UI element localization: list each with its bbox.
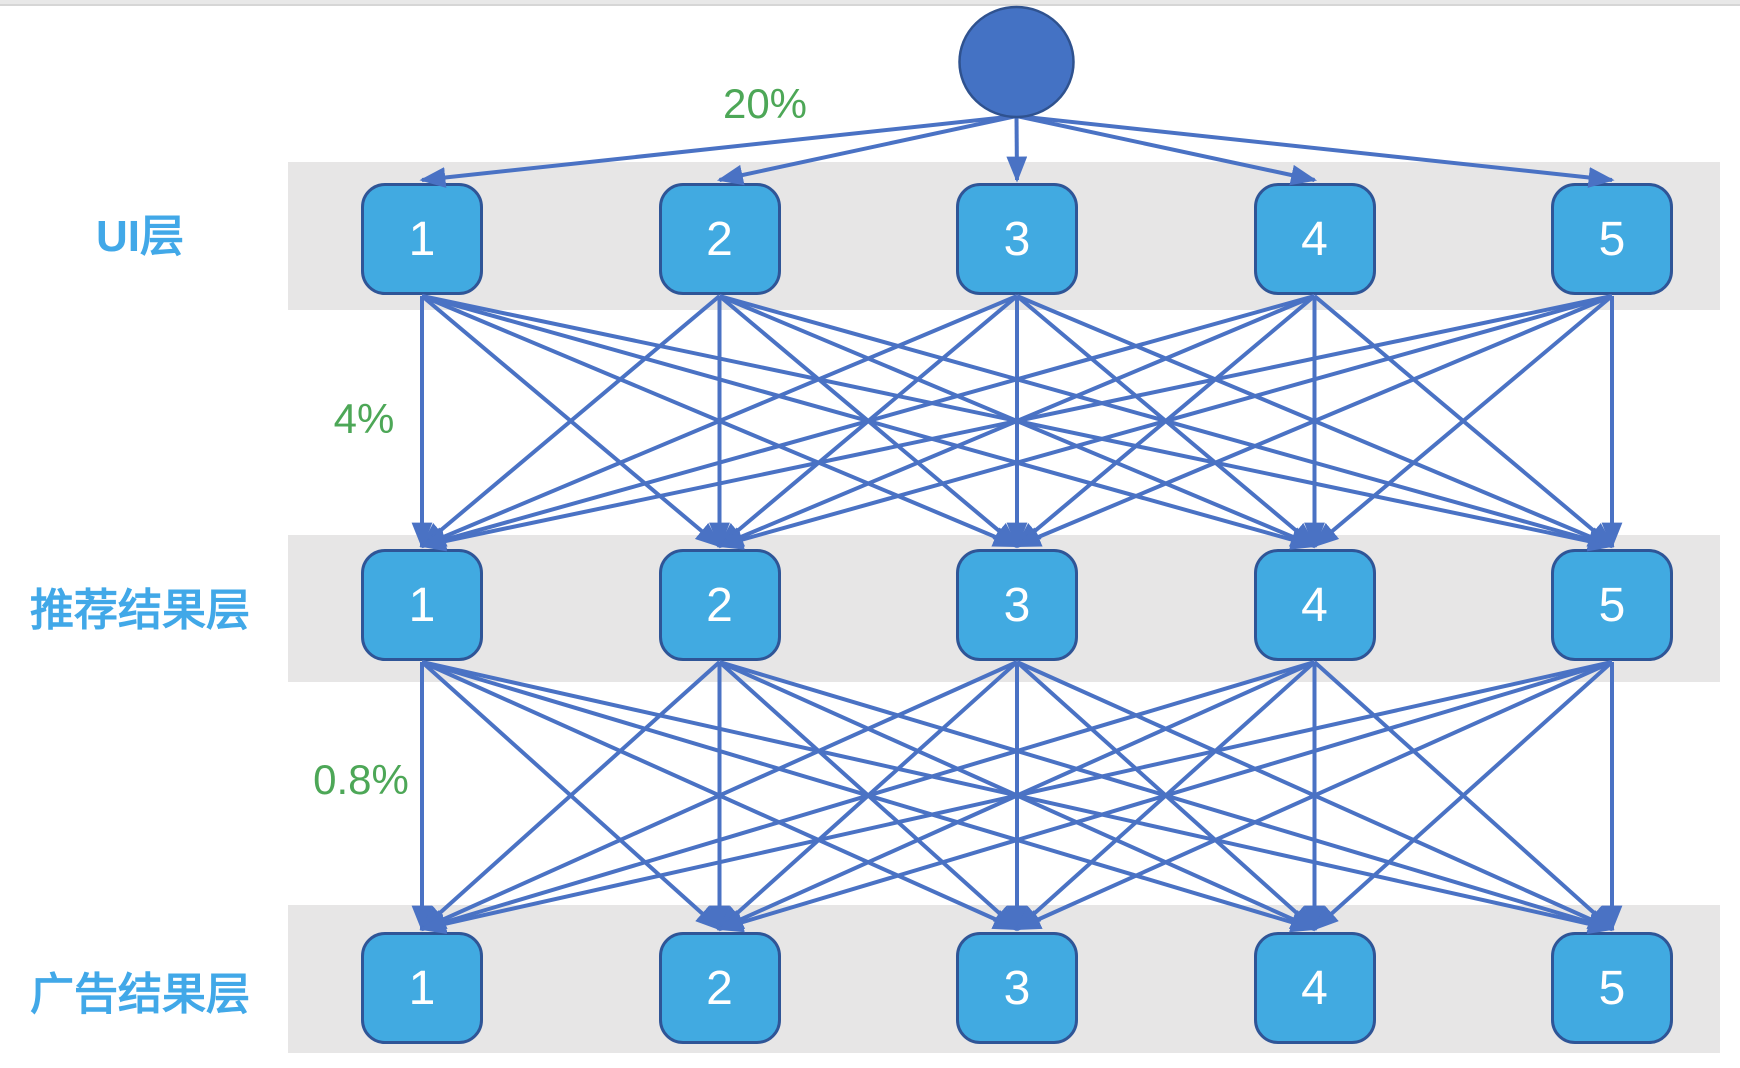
layer1-node-5: 5 <box>1551 183 1673 295</box>
layer1-node-2: 2 <box>658 183 781 295</box>
layer1-node-4: 4 <box>1253 183 1376 295</box>
layer2-node-2: 2 <box>658 549 781 661</box>
layer2-node-4: 4 <box>1253 549 1376 661</box>
layer1-node-1: 1 <box>361 183 483 295</box>
layer2-node-1: 1 <box>361 549 483 661</box>
layer3-node-3: 3 <box>956 932 1078 1044</box>
layer2-node-5: 5 <box>1551 549 1673 661</box>
top-border-line <box>0 4 1740 6</box>
layer3-node-1: 1 <box>361 932 483 1044</box>
ad-layer-label: 广告结果层 <box>30 970 250 1019</box>
layer1-node-3: 3 <box>956 183 1078 295</box>
rate-label-ad: 0.8% <box>313 756 409 803</box>
rate-label-recommendation: 4% <box>333 395 395 442</box>
rate-label-ui: 20% <box>722 80 808 127</box>
root-node-circle <box>958 5 1075 119</box>
ui-layer-label: UI层 <box>96 212 184 261</box>
layer3-node-5: 5 <box>1551 932 1673 1044</box>
layer3-node-2: 2 <box>658 932 781 1044</box>
recommendation-layer-label: 推荐结果层 <box>30 586 250 635</box>
layer2-node-3: 3 <box>956 549 1078 661</box>
top-border-strip <box>0 0 1740 4</box>
layer3-node-4: 4 <box>1253 932 1376 1044</box>
